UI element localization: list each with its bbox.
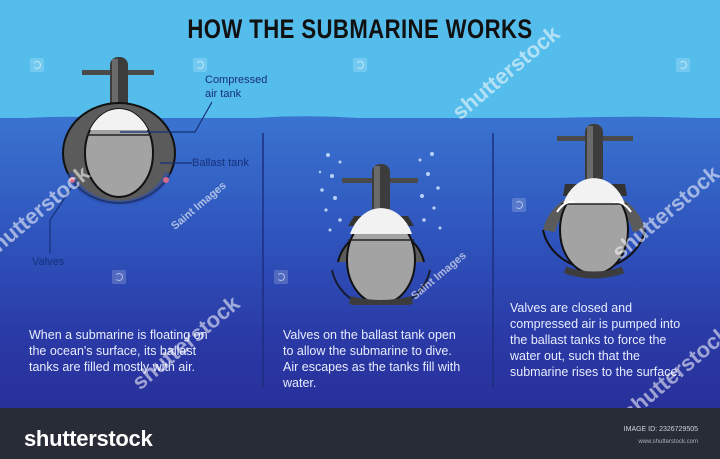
watermark-marker-icon [193,58,207,72]
watermark-marker-icon [353,58,367,72]
leader-line-air-tank [120,101,213,133]
image-id: IMAGE ID: 2326729505 [623,426,698,433]
submarine-diving [318,152,442,305]
panel-3-description: Valves are closed and compressed air is … [510,301,681,379]
panel-2-description: Valves on the ballast tank open to allow… [283,328,461,390]
leader-line-valves [49,186,73,253]
submarine-floating [62,57,176,205]
panel-1-description: When a submarine is floating on the ocea… [29,328,208,374]
submarine-surfacing [542,124,646,279]
watermark-marker-icon [274,270,288,284]
water-surface-wave [0,116,720,130]
site-url: www.shutterstock.com [638,439,698,445]
footer-bar: shutterstock IMAGE ID: 2326729505 www.sh… [0,408,720,459]
page-title: HOW THE SUBMARINE WORKS [187,14,533,44]
watermark-marker-icon [30,58,44,72]
shutterstock-logo: shutterstock [24,426,153,451]
leader-line-ballast [160,162,192,164]
panel-divider-2 [492,133,494,388]
panel-divider-1 [262,133,264,388]
label-ballast-tank: Ballast tank [192,157,249,169]
label-valves: Valves [32,256,65,268]
watermark-marker-icon [112,270,126,284]
watermark-marker-icon [676,58,690,72]
label-compressed-air-tank: Compressed air tank [205,74,268,100]
watermark-marker-icon [512,198,526,212]
